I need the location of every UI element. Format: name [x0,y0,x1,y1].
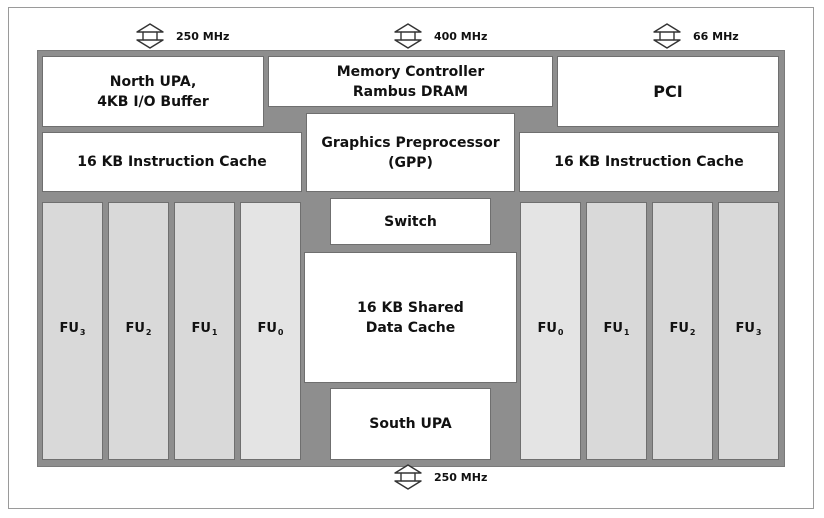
fu-right-2-base: FU [669,321,689,336]
fu-left-1: FU1 [174,202,235,460]
fu-right-1-base: FU [603,321,623,336]
switch-block: Switch [330,198,491,245]
instruction-cache-right-label: 16 KB Instruction Cache [554,154,744,170]
instruction-cache-left-label: 16 KB Instruction Cache [77,154,267,170]
south-upa-block: South UPA [330,388,491,460]
gpp-line-2: (GPP) [388,154,433,171]
instruction-cache-right-block: 16 KB Instruction Cache [519,132,779,192]
memory-controller-line-1: Memory Controller [336,63,485,80]
fu-right-3: FU3 [718,202,779,460]
shared-cache-line-1: 16 KB Shared [357,299,464,316]
fu-right-1: FU1 [586,202,647,460]
shared-data-cache-block: 16 KB Shared Data Cache [304,252,517,383]
bus-arrow-icon [136,23,164,49]
fu-left-3: FU3 [42,202,103,460]
fu-left-2-base: FU [125,321,145,336]
bus-bottom: 250 MHz [388,464,487,490]
gpp-block: Graphics Preprocessor (GPP) [306,113,515,192]
switch-label: Switch [384,213,437,230]
bus-top-right-label: 66 MHz [693,29,739,43]
fu-left-2-sub: 2 [145,328,152,337]
fu-right-0-base: FU [537,321,557,336]
north-upa-block: North UPA, 4KB I/O Buffer [42,56,264,127]
fu-left-3-sub: 3 [79,328,86,337]
fu-right-2: FU2 [652,202,713,460]
fu-left-0-base: FU [257,321,277,336]
bus-arrow-icon [394,464,422,490]
bus-arrow-icon [394,23,422,49]
memory-controller-block: Memory Controller Rambus DRAM [268,56,553,107]
fu-right-3-base: FU [735,321,755,336]
fu-right-0-sub: 0 [557,328,564,337]
fu-right-2-sub: 2 [689,328,696,337]
bus-top-center-label: 400 MHz [434,29,488,43]
instruction-cache-left-block: 16 KB Instruction Cache [42,132,302,192]
bus-top-left: 250 MHz [130,23,229,49]
fu-left-1-sub: 1 [211,328,218,337]
memory-controller-line-2: Rambus DRAM [352,83,469,100]
processor-die: North UPA, 4KB I/O Buffer Memory Control… [37,50,785,467]
pci-label: PCI [653,81,683,101]
south-upa-label: South UPA [369,416,452,432]
fu-left-3-base: FU [59,321,79,336]
bus-bottom-label: 250 MHz [434,470,488,484]
pci-block: PCI [557,56,779,127]
fu-right-0: FU0 [520,202,581,460]
north-upa-line-2: 4KB I/O Buffer [97,93,209,110]
fu-left-0-sub: 0 [277,328,284,337]
fu-right-3-sub: 3 [755,328,762,337]
shared-cache-line-2: Data Cache [365,319,456,336]
fu-left-1-base: FU [191,321,211,336]
gpp-line-1: Graphics Preprocessor [321,134,500,151]
fu-right-1-sub: 1 [623,328,630,337]
bus-top-left-label: 250 MHz [176,29,230,43]
bus-top-right: 66 MHz [647,23,739,49]
bus-top-center: 400 MHz [388,23,487,49]
fu-left-0: FU0 [240,202,301,460]
fu-left-2: FU2 [108,202,169,460]
north-upa-line-1: North UPA, [109,73,197,90]
bus-arrow-icon [653,23,681,49]
